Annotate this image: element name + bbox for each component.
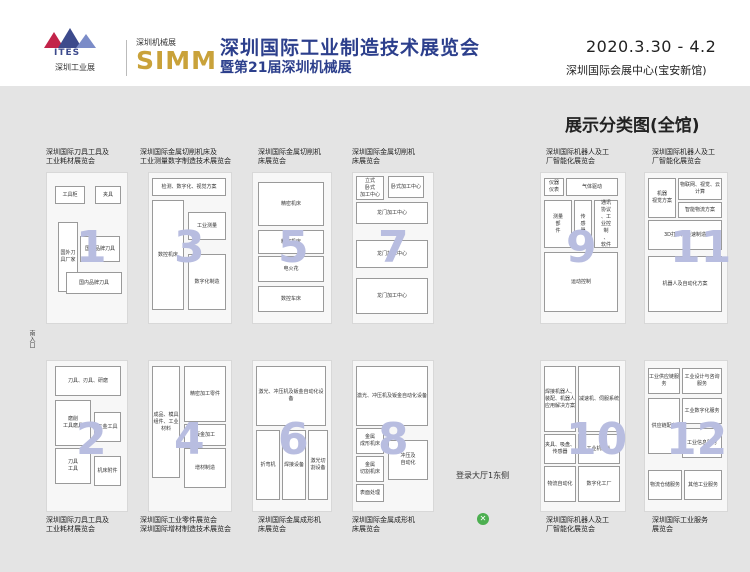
booth-label: 工业供应链服务 <box>648 368 680 394</box>
logo-divider <box>126 40 127 76</box>
booth-label: 检测、数字化、视觉方案 <box>152 178 226 196</box>
booth-label: 电火花 <box>258 256 324 282</box>
booth-label: 智能物流方案 <box>678 202 722 218</box>
booth-label: 工业数字化服务 <box>682 398 722 424</box>
lobby-label: 登录大厅1东侧 <box>456 471 510 480</box>
booth-label: 五金工具 <box>94 412 121 442</box>
booth-label: 通讯 协议 、工 业控 制 、 软件 <box>594 200 618 248</box>
booth-label: 物流自动化 <box>544 466 576 502</box>
map-heading: 展示分类图(全馆) <box>565 116 700 136</box>
booth-label: 成品、模具 组件、工业材料 <box>152 366 180 478</box>
booth-label: 焊接设备 <box>282 430 306 500</box>
booth-label: 刀具 工具 <box>55 448 91 484</box>
booth-label: 工业设计与咨询服务 <box>682 368 722 394</box>
booth-label: 测量 部 件 <box>544 200 572 248</box>
hall-title: 深圳国际工业服务 展览会 <box>652 516 708 533</box>
booth-label: 工业测量 <box>188 212 226 240</box>
entrance-label: 南入口 <box>28 330 35 348</box>
booth-label: 折弯机 <box>256 430 280 500</box>
booth-label: 数字化制造 <box>188 254 226 310</box>
hall-number: 1 <box>76 222 107 273</box>
booth-label: 立式 卧式 加工中心 <box>356 176 384 200</box>
ites-logo-text: ITES <box>54 48 81 58</box>
hall-number: 3 <box>174 222 205 273</box>
booth-label: 磨削 工具磨具 <box>55 400 91 446</box>
booth-label: 卧式加工中心 <box>388 176 424 198</box>
hall-number: 4 <box>174 414 205 465</box>
booth-label: 物流仓储服务 <box>648 470 682 500</box>
event-venue: 深圳国际会展中心(宝安新馆) <box>566 64 707 77</box>
booth-label: 刀具、刃具、研磨 <box>55 366 121 396</box>
booth-label: 减速机、伺服系统 <box>578 366 620 432</box>
hall-title: 深圳国际机器人及工 厂智能化展览会 <box>546 516 609 533</box>
event-date: 2020.3.30 - 4.2 <box>586 37 717 56</box>
lobby-entrance-icon: ✕ <box>477 513 489 525</box>
hall-number: 11 <box>670 222 732 273</box>
booth-label: 国际品牌刀具 <box>80 236 120 262</box>
booth-label: 精密机床 <box>258 182 324 226</box>
booth-label: 机床附件 <box>94 456 121 486</box>
booth-label: 精密机床 <box>258 230 324 254</box>
hall-title: 深圳国际工业零件展览会 深圳国际增材制造技术展览会 <box>140 516 231 533</box>
page-subtitle: 暨第21届深圳机械展 <box>220 60 352 76</box>
booth-label: 国内品牌刀具 <box>66 272 122 294</box>
booth-label: 钣金加工 <box>184 424 226 446</box>
simm-logo-subtitle: 深圳机械展 <box>136 38 176 47</box>
hall-title: 深圳国际金属切削机 床展览会 <box>258 148 321 165</box>
hall-number: 5 <box>278 222 309 273</box>
booth-label: 其他工业服务 <box>684 470 722 500</box>
hall-title: 深圳国际刀具工具及 工业耗材展览会 <box>46 516 109 533</box>
booth-label: 工具柜 <box>55 186 85 204</box>
booth-label: 金属 成形机床 <box>356 428 384 454</box>
page-header: ITES 深圳工业展 深圳机械展 SIMM 深圳国际工业制造技术展览会 暨第21… <box>0 0 750 86</box>
hall-number: 8 <box>378 414 409 465</box>
simm-logo: SIMM <box>136 46 218 75</box>
hall-title: 深圳国际机器人及工 厂智能化展览会 <box>546 148 609 165</box>
booth-label: 供应链配套 <box>648 398 680 454</box>
booth-label: 机器人及自动化方案 <box>648 256 722 312</box>
page-title: 深圳国际工业制造技术展览会 <box>220 37 481 59</box>
booth-label: 工业机器人 <box>578 434 620 464</box>
ites-logo-icon <box>44 28 96 48</box>
booth-label: 激光、冲压机及钣金自动化设备 <box>356 366 428 426</box>
booth-label: 运动控制 <box>544 252 618 312</box>
booth-label: 龙门加工中心 <box>356 202 428 224</box>
booth-label: 夹具 <box>95 186 121 204</box>
booth-label: 精密加工零件 <box>184 366 226 422</box>
booth-label: 焊接机器人、装配、机器人应用解决方案 <box>544 366 576 432</box>
hall-number: 9 <box>566 222 597 273</box>
booth-label: 仪器 仪表 <box>544 178 564 196</box>
hall-number: 2 <box>76 414 107 465</box>
booth-label: 数控车床 <box>258 286 324 312</box>
booth-label: 表面处理 <box>356 484 384 502</box>
hall-title: 深圳国际刀具工具及 工业耗材展览会 <box>46 148 109 165</box>
booth-label: 物联网、视觉、云计算 <box>678 178 722 200</box>
booth-label: 传 感 器 <box>574 200 592 248</box>
booth-label: 金属 切割机床 <box>356 456 384 482</box>
hall-number: 7 <box>378 222 409 273</box>
booth-label: 数字化工厂 <box>578 466 620 502</box>
booth-label: 机器 视觉方案 <box>648 178 676 218</box>
hall-title: 深圳国际金属成形机 床展览会 <box>258 516 321 533</box>
ites-logo-subtitle: 深圳工业展 <box>55 63 95 72</box>
booth-label: 激光切割设备 <box>308 430 328 500</box>
booth-label: 气体驱动 <box>566 178 618 196</box>
hall-number: 6 <box>278 414 309 465</box>
booth-label: 激光、冲压机及钣金自动化设备 <box>256 366 326 426</box>
booth-label: 夹具、吸盘、传感器 <box>544 434 576 464</box>
booth-label: 龙门加工中心 <box>356 240 428 268</box>
hall-number: 12 <box>666 414 728 465</box>
hall-title: 深圳国际金属切削机床及 工业测量数字制造技术展览会 <box>140 148 231 165</box>
booth-label: 增材制造 <box>184 448 226 488</box>
hall-number: 10 <box>566 414 628 465</box>
hall-title: 深圳国际金属切削机 床展览会 <box>352 148 415 165</box>
booth-label: 3D打印及快速制造 <box>648 220 722 250</box>
hall-title: 深圳国际机器人及工 厂智能化展览会 <box>652 148 715 165</box>
booth-label: 工业信息服务 <box>682 428 722 458</box>
hall-title: 深圳国际金属成形机 床展览会 <box>352 516 415 533</box>
booth-label: 冲压及 自动化 <box>388 440 428 480</box>
booth-label: 龙门加工中心 <box>356 278 428 314</box>
booth-label: 数控机床 <box>152 200 184 310</box>
